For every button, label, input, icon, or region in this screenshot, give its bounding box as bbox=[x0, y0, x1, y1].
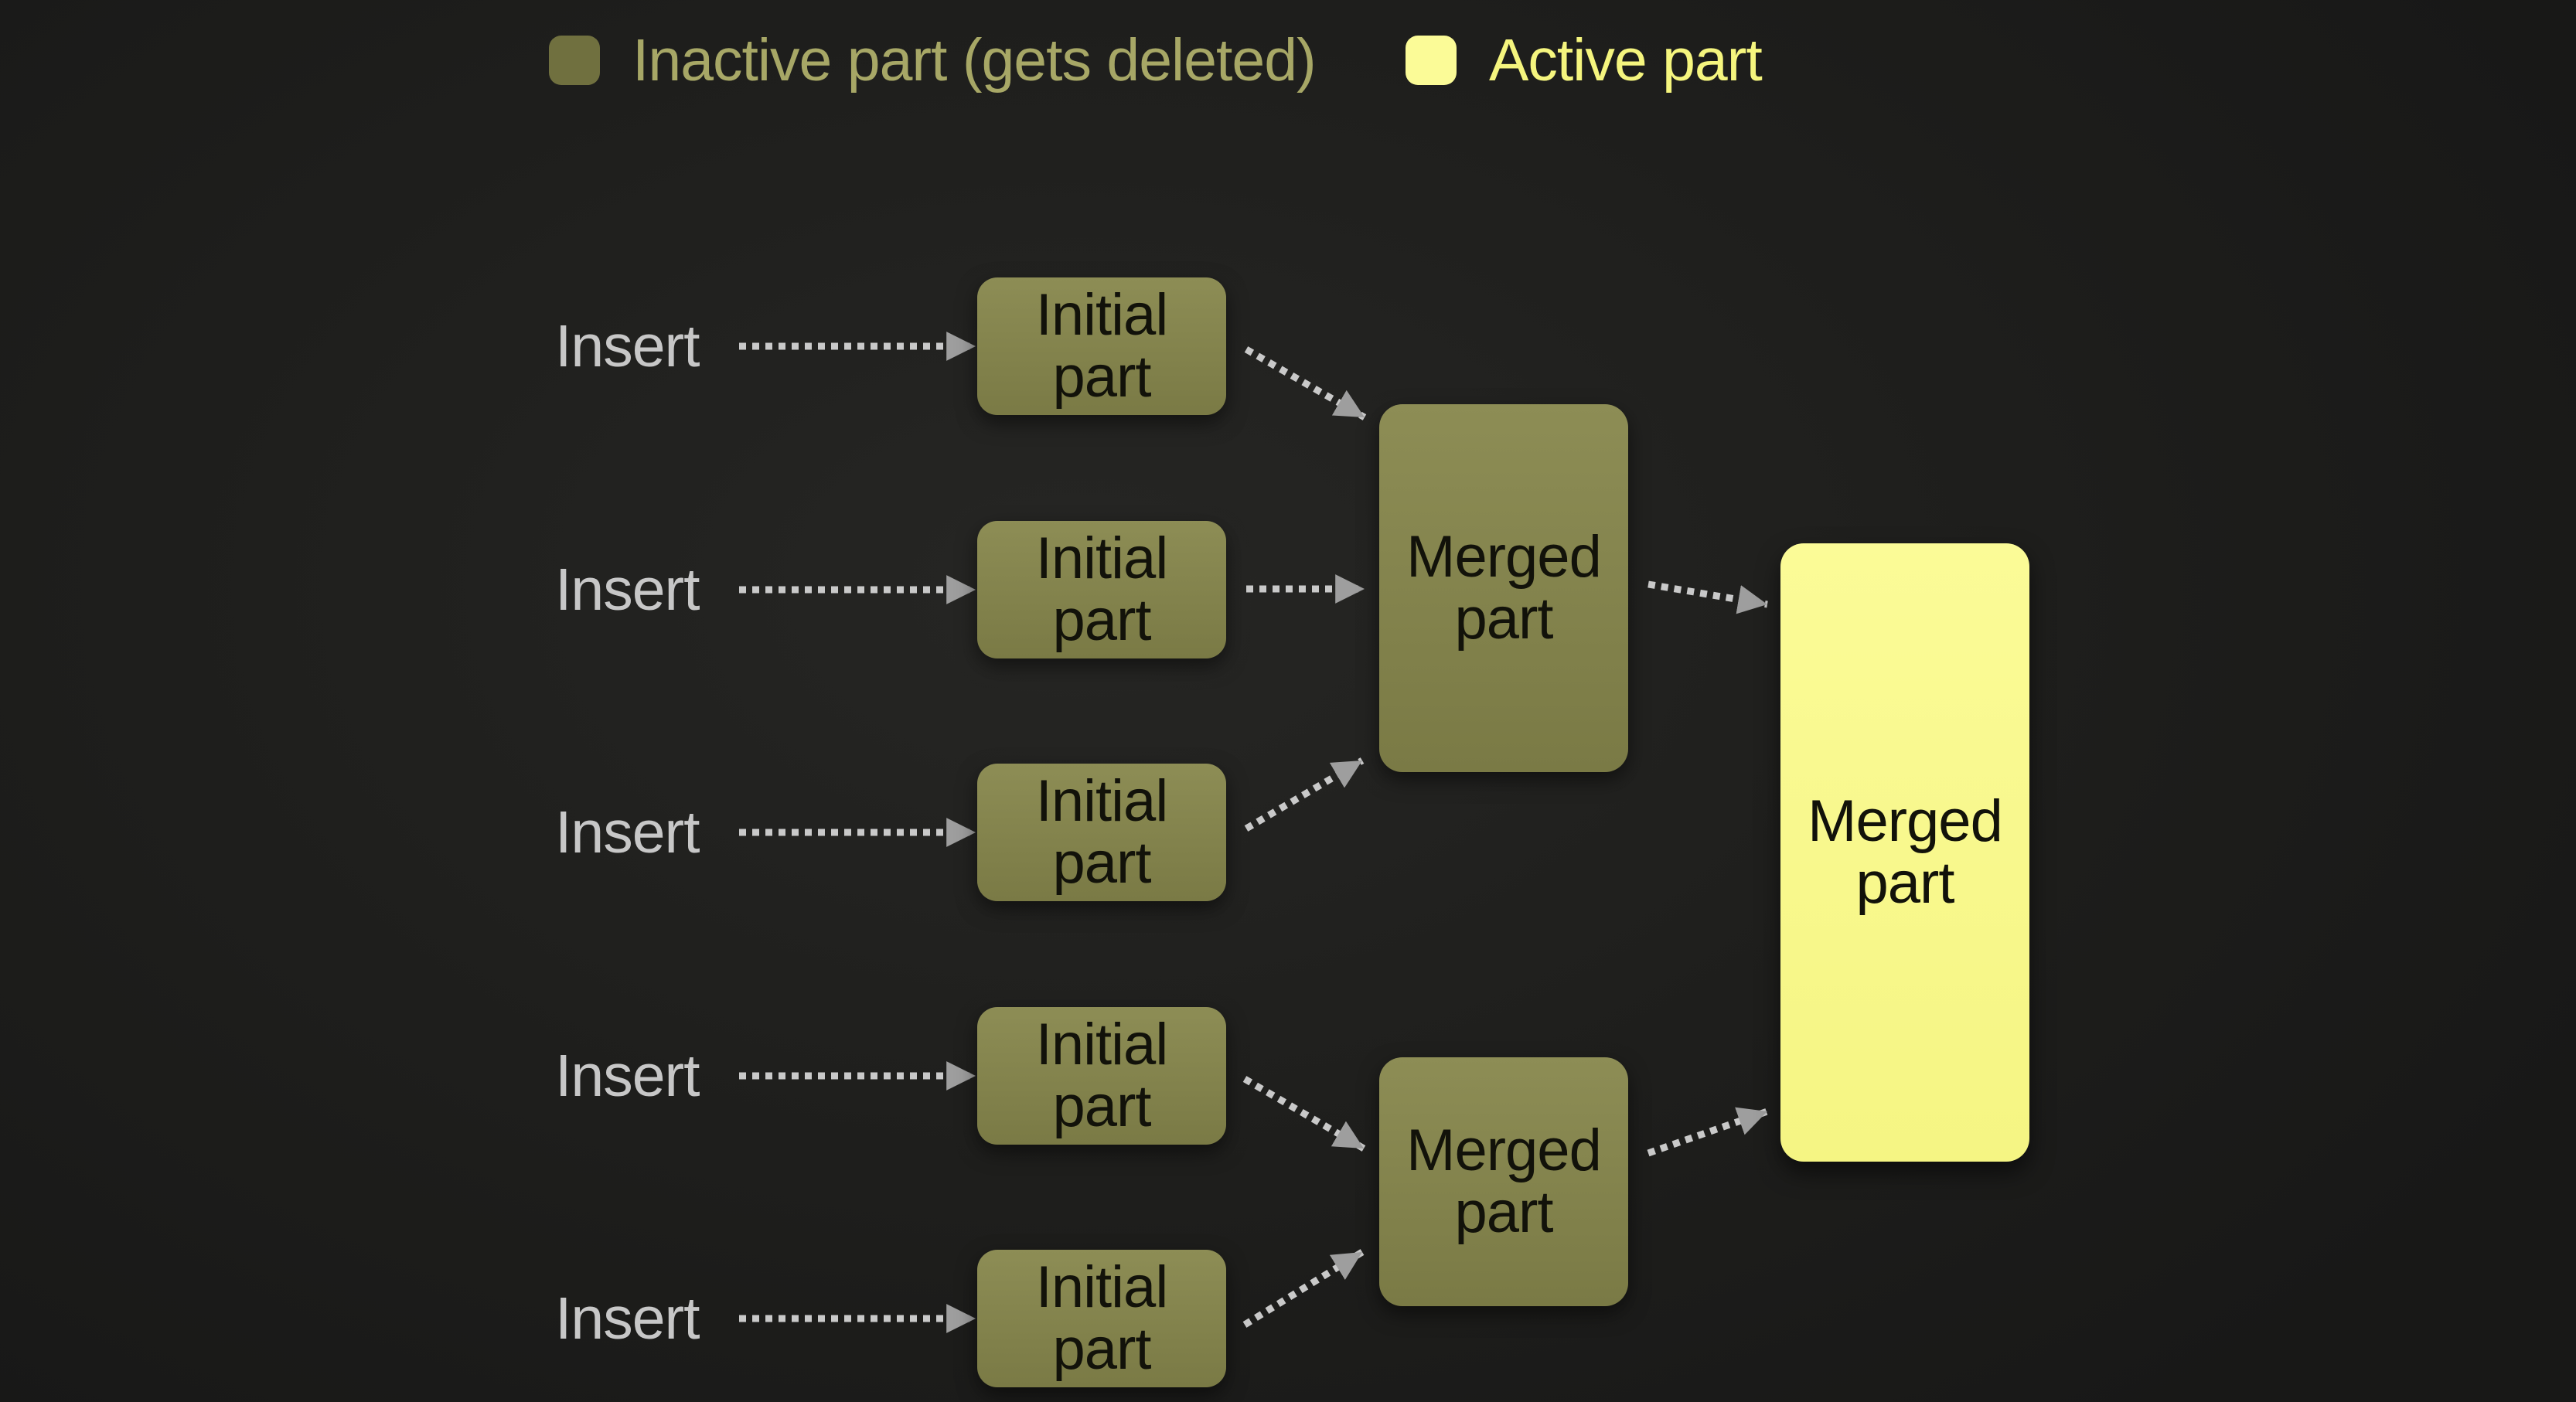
insert-label-2: Insert bbox=[555, 556, 700, 623]
legend-item-inactive: Inactive part (gets deleted) bbox=[549, 26, 1317, 94]
arrow-initial5-to-merged2 bbox=[1242, 1249, 1365, 1328]
insert-label-5: Insert bbox=[555, 1285, 700, 1352]
insert-label-1: Insert bbox=[555, 313, 700, 379]
legend-label-active: Active part bbox=[1489, 26, 1763, 94]
arrow-initial3-to-merged1 bbox=[1244, 757, 1365, 832]
insert-label-3: Insert bbox=[555, 799, 700, 866]
inactive-color-swatch bbox=[549, 36, 600, 85]
arrow-initial4-to-merged2 bbox=[1242, 1076, 1366, 1152]
legend-item-active: Active part bbox=[1406, 26, 1763, 94]
arrow-merged1-to-final bbox=[1647, 580, 1768, 614]
insert-label-4: Insert bbox=[555, 1043, 700, 1109]
legend-label-inactive: Inactive part (gets deleted) bbox=[632, 26, 1317, 94]
arrow-merged2-to-final bbox=[1647, 1107, 1769, 1157]
active-color-swatch bbox=[1406, 36, 1457, 85]
arrow-initial1-to-merged1 bbox=[1244, 346, 1367, 420]
